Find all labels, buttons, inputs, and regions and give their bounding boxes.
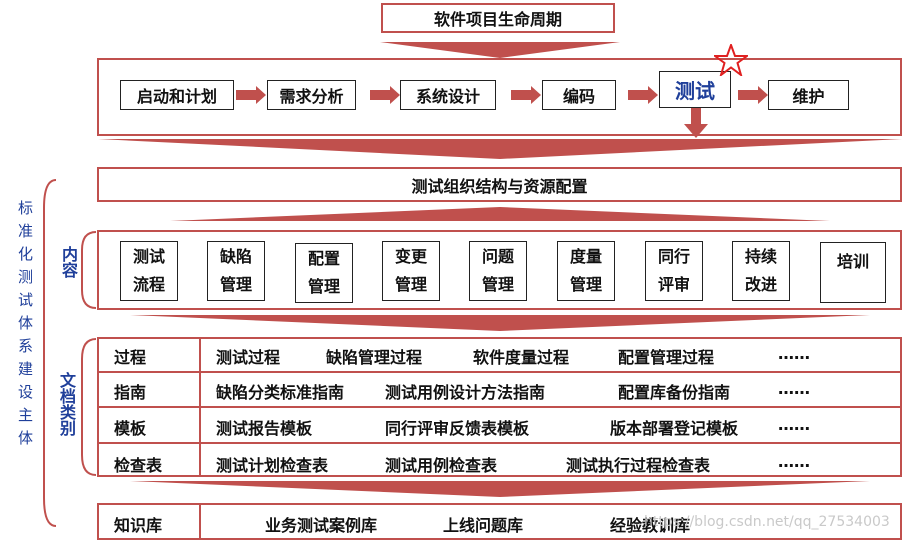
docs-row-guide-item: 配置库备份指南: [618, 383, 731, 402]
content-frame: [97, 230, 902, 310]
banner-2: [98, 139, 902, 159]
knowledge-frame: [97, 503, 902, 540]
content-issue-mgmt-line2: 管理: [481, 275, 514, 294]
content-change-mgmt: 变更 管理: [382, 241, 440, 301]
phase-maintenance: 维护: [768, 80, 849, 110]
docs-bracket: [81, 338, 97, 476]
content-change-mgmt-line2: 管理: [394, 275, 427, 294]
content-ci-line1: 持续: [744, 247, 777, 266]
arrow-3: [511, 86, 541, 104]
left-bracket: [43, 179, 57, 527]
content-defect-mgmt-line2: 管理: [219, 275, 252, 294]
content-config-mgmt-line1: 配置: [307, 249, 340, 268]
phase-testing: 测试: [659, 71, 731, 108]
content-peer-review-line1: 同行: [657, 247, 690, 266]
docs-row-guide-ellipsis: ……: [778, 379, 810, 398]
watermark: https://blog.csdn.net/qq_27534003: [644, 514, 890, 530]
docs-row-process-item: 缺陷管理过程: [326, 348, 423, 367]
content-ci-line2: 改进: [744, 275, 777, 294]
content-defect-mgmt-line1: 缺陷: [219, 247, 252, 266]
banner-4: [130, 315, 870, 331]
docs-row-checklist-item: 测试计划检查表: [216, 456, 329, 475]
docs-row-divider-2: [98, 406, 901, 408]
docs-row-checklist-ellipsis: ……: [778, 452, 810, 471]
arrow-4: [628, 86, 658, 104]
docs-row-divider-3: [98, 442, 901, 444]
arrow-2: [370, 86, 400, 104]
arrow-1: [236, 86, 266, 104]
content-metrics-mgmt-line2: 管理: [569, 275, 602, 294]
phase-requirements: 需求分析: [267, 80, 356, 110]
phase-design: 系统设计: [400, 80, 496, 110]
docs-row-template-item: 测试报告模板: [216, 419, 313, 438]
docs-row-guide-item: 缺陷分类标准指南: [216, 383, 345, 402]
docs-row-process-ellipsis: ……: [778, 344, 810, 363]
docs-row-divider-1: [98, 371, 901, 373]
knowledge-col-divider: [199, 504, 201, 539]
content-config-mgmt: 配置 管理: [295, 243, 353, 303]
docs-row-checklist-item: 测试用例检查表: [385, 456, 498, 475]
content-test-process-line2: 流程: [132, 275, 165, 294]
banner-3: [170, 207, 830, 221]
lifecycle-frame: [97, 58, 902, 136]
side-label: 标准化测试体系建设主体: [16, 200, 34, 453]
content-label: 内容: [59, 246, 78, 278]
knowledge-item: 上线问题库: [443, 516, 524, 535]
content-peer-review-line2: 评审: [657, 275, 690, 294]
docs-row-checklist-item: 测试执行过程检查表: [566, 456, 711, 475]
docs-row-checklist-category: 检查表: [114, 456, 163, 475]
banner-5: [130, 481, 870, 497]
content-test-process-line1: 测试: [132, 247, 165, 266]
docs-row-template-category: 模板: [114, 419, 147, 438]
content-metrics-mgmt: 度量 管理: [557, 241, 615, 301]
org-structure-bar: 测试组织结构与资源配置: [97, 167, 902, 202]
docs-row-guide-category: 指南: [114, 383, 147, 402]
docs-row-process-item: 配置管理过程: [618, 348, 715, 367]
docs-label: 文档类别: [57, 372, 76, 436]
content-continuous-improvement: 持续 改进: [732, 241, 790, 301]
content-config-mgmt-line2: 管理: [307, 277, 340, 296]
phase-initiation: 启动和计划: [120, 80, 234, 110]
phase-coding: 编码: [542, 80, 616, 110]
docs-row-template-item: 同行评审反馈表模板: [385, 419, 530, 438]
content-change-mgmt-line1: 变更: [394, 247, 427, 266]
knowledge-item: 业务测试案例库: [265, 516, 378, 535]
docs-row-process-category: 过程: [114, 348, 147, 367]
content-defect-mgmt: 缺陷 管理: [207, 241, 265, 301]
content-issue-mgmt: 问题 管理: [469, 241, 527, 301]
top-banner: [380, 42, 620, 58]
docs-row-guide-item: 测试用例设计方法指南: [385, 383, 546, 402]
docs-row-process-item: 软件度量过程: [473, 348, 570, 367]
star-icon: [714, 44, 748, 76]
knowledge-category: 知识库: [114, 516, 163, 535]
diagram-title: 软件项目生命周期: [381, 3, 615, 33]
content-test-process: 测试 流程: [120, 241, 178, 301]
content-issue-mgmt-line1: 问题: [481, 247, 514, 266]
knowledge-item: 经验教训库: [610, 516, 691, 535]
content-peer-review: 同行 评审: [645, 241, 703, 301]
docs-row-template-item: 版本部署登记模板: [610, 419, 739, 438]
content-training: 培训: [820, 242, 886, 303]
docs-row-process-item: 测试过程: [216, 348, 281, 367]
docs-row-template-ellipsis: ……: [778, 415, 810, 434]
arrow-5: [738, 86, 768, 104]
content-metrics-mgmt-line1: 度量: [569, 247, 602, 266]
down-arrow-icon: [684, 108, 708, 138]
content-bracket: [81, 231, 97, 309]
